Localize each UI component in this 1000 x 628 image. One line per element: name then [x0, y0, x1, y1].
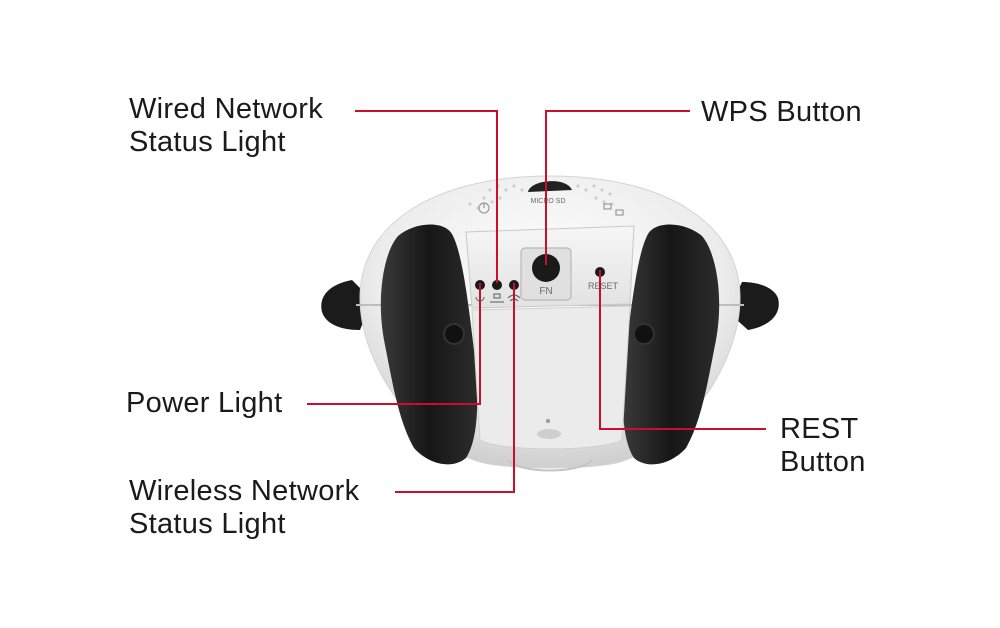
bottom-hole	[546, 419, 550, 423]
callout-wireless-network-status-light: Wireless Network Status Light	[129, 475, 359, 541]
micro-sd-slot	[528, 181, 572, 192]
callout-wired-network-status-light: Wired Network Status Light	[129, 93, 323, 159]
left-fin	[321, 280, 372, 330]
callout-wps-button: WPS Button	[701, 96, 862, 129]
wps-leader	[545, 110, 690, 265]
fn-label: FN	[539, 286, 552, 297]
wireless-label-line-2: Status Light	[129, 508, 286, 540]
wps-button[interactable]	[532, 254, 560, 282]
reset-label-line-2: Button	[780, 446, 866, 478]
wired-label-line-1: Wired Network	[129, 93, 324, 125]
leader-lines	[307, 110, 766, 493]
power-label: Power Light	[126, 387, 283, 419]
right-fin	[728, 282, 779, 330]
slot-label: MICRO SD	[531, 198, 566, 205]
ethernet-icon	[493, 293, 501, 299]
callout-power-light: Power Light	[126, 387, 282, 420]
callout-reset-button: REST Button	[780, 413, 866, 479]
reset-label: RESET	[588, 281, 619, 291]
wireless-label-line-1: Wireless Network	[129, 475, 360, 507]
power-leader	[307, 283, 481, 405]
lower-panel	[471, 305, 631, 450]
wired-leader	[355, 110, 498, 283]
bottom-vent	[537, 429, 561, 439]
base-foot	[507, 459, 593, 472]
reset-label-line-1: REST	[780, 413, 859, 445]
reset-leader	[599, 270, 766, 430]
vent-dots	[468, 184, 614, 210]
top-icons	[478, 202, 624, 216]
wireless-leader	[395, 283, 515, 493]
wired-label-line-2: Status Light	[129, 126, 286, 158]
right-screw	[633, 323, 655, 345]
left-screw	[443, 323, 465, 345]
wps-label: WPS Button	[701, 96, 862, 128]
wired-led	[492, 280, 502, 290]
right-arm	[622, 224, 720, 465]
